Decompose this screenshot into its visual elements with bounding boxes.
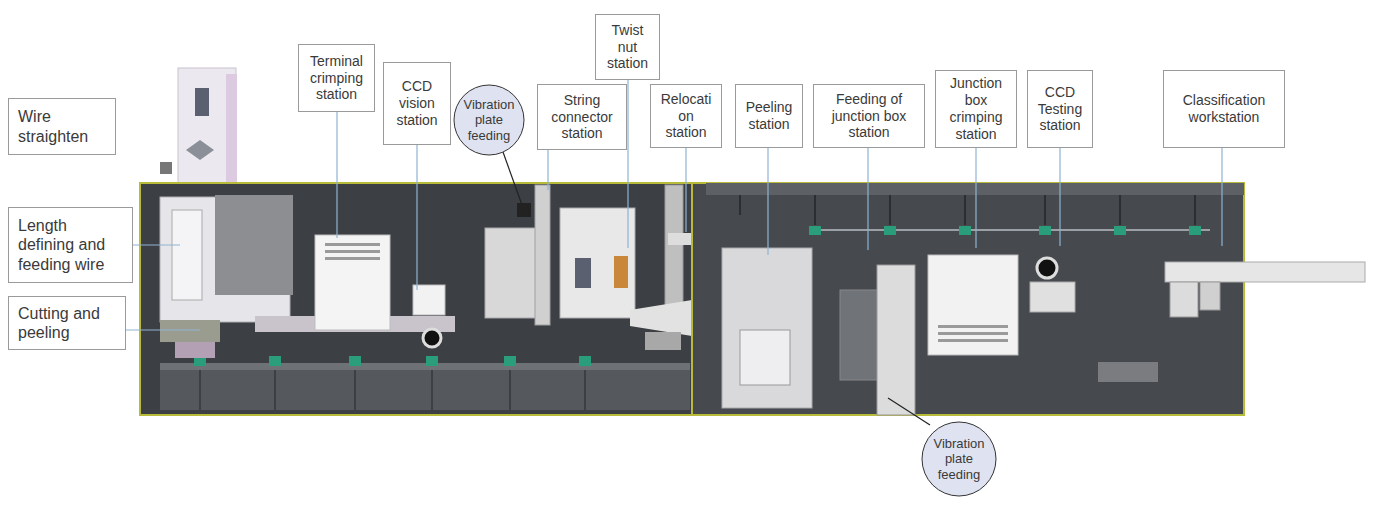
station-label: Relocati on station: [650, 84, 722, 148]
junction-crimper: [928, 255, 1018, 355]
ccd-camera: [423, 329, 441, 347]
station-label: Wire straighten: [8, 98, 116, 155]
station-label: CCD vision station: [383, 62, 451, 145]
label-text: CCD Testing station: [1032, 84, 1088, 134]
length-feed-guide: [172, 210, 202, 300]
rail-fittings: [194, 356, 591, 366]
label-text: Relocati on station: [659, 91, 713, 141]
label-text: String connector station: [542, 92, 622, 142]
straightener-rollers: [195, 88, 209, 116]
right-block: [1098, 362, 1158, 382]
left-conveyor: [160, 363, 690, 370]
callout-leaders: [503, 152, 930, 425]
straightener-knob: [160, 162, 172, 174]
label-text: Junction box crimping station: [940, 75, 1012, 142]
label-text: Cutting and peeling: [18, 304, 116, 342]
string-connector-unit: [485, 228, 543, 318]
junction-feed-arm: [877, 265, 915, 415]
callout-circle: Vibration plate feeding: [921, 421, 997, 497]
cutter-block: [160, 320, 220, 342]
circle-shape: [922, 422, 996, 496]
station-label: Twist nut station: [595, 14, 660, 80]
label-text: Peeling station: [740, 99, 798, 133]
classification-cylinder: [1170, 282, 1198, 317]
twist-nut-unit: [560, 208, 635, 318]
rail-dividers: [200, 370, 585, 410]
straightener-strip: [226, 74, 237, 182]
string-connector-motor: [517, 203, 531, 217]
terminal-crimper: [315, 235, 390, 330]
label-text: Feeding of junction box station: [818, 91, 920, 141]
label-text: Vibration plate feeding: [463, 97, 515, 144]
peeling-fixture: [740, 330, 790, 385]
cutter-head: [175, 342, 215, 358]
leader-lines: [126, 80, 1222, 330]
label-text: Vibration plate feeding: [931, 436, 987, 483]
station-label: Classification workstation: [1163, 70, 1285, 148]
peeling-plate: [722, 248, 812, 408]
label-text: Classification workstation: [1168, 92, 1280, 126]
twist-nut-chuck: [575, 258, 591, 288]
label-text: Wire straighten: [18, 107, 106, 145]
classification-bar: [1165, 262, 1365, 282]
station-label: Terminal crimping station: [298, 44, 375, 112]
left-lower-rail: [160, 370, 690, 410]
callout-circle: Vibration plate feeding: [453, 84, 525, 156]
left-module-base: [140, 183, 692, 415]
junction-crimper-vents: [938, 325, 1008, 342]
station-label: CCD Testing station: [1027, 70, 1093, 148]
label-text: Terminal crimping station: [303, 53, 370, 103]
string-connector-column: [535, 185, 550, 325]
station-label: Length defining and feeding wire: [8, 207, 133, 283]
right-conveyor: [815, 229, 1210, 231]
classification-chute: [1200, 282, 1220, 310]
station-label: Junction box crimping station: [935, 70, 1017, 148]
relocation-chute: [630, 300, 692, 336]
top-rail: [706, 183, 1244, 195]
testing-bracket: [1030, 282, 1075, 312]
station-label: Cutting and peeling: [8, 296, 126, 350]
rail-brackets: [740, 195, 1195, 225]
right-module-base: [692, 183, 1244, 415]
label-text: Twist nut station: [600, 22, 655, 72]
label-text: CCD vision station: [388, 78, 446, 128]
station-label: Feeding of junction box station: [813, 84, 925, 148]
crimper-vents: [325, 243, 380, 260]
length-feed-panel: [215, 195, 293, 295]
straightener-unit: [178, 68, 236, 185]
twist-nut-cylinder: [614, 256, 628, 288]
relocation-motor: [645, 332, 681, 350]
circle-shape: [454, 85, 524, 155]
ccd-housing: [413, 285, 445, 315]
station-label: Peeling station: [735, 84, 803, 148]
label-text: Length defining and feeding wire: [18, 216, 123, 274]
station-label: String connector station: [537, 84, 627, 150]
straightener-bracket: [186, 140, 214, 160]
testing-camera: [1037, 258, 1057, 278]
